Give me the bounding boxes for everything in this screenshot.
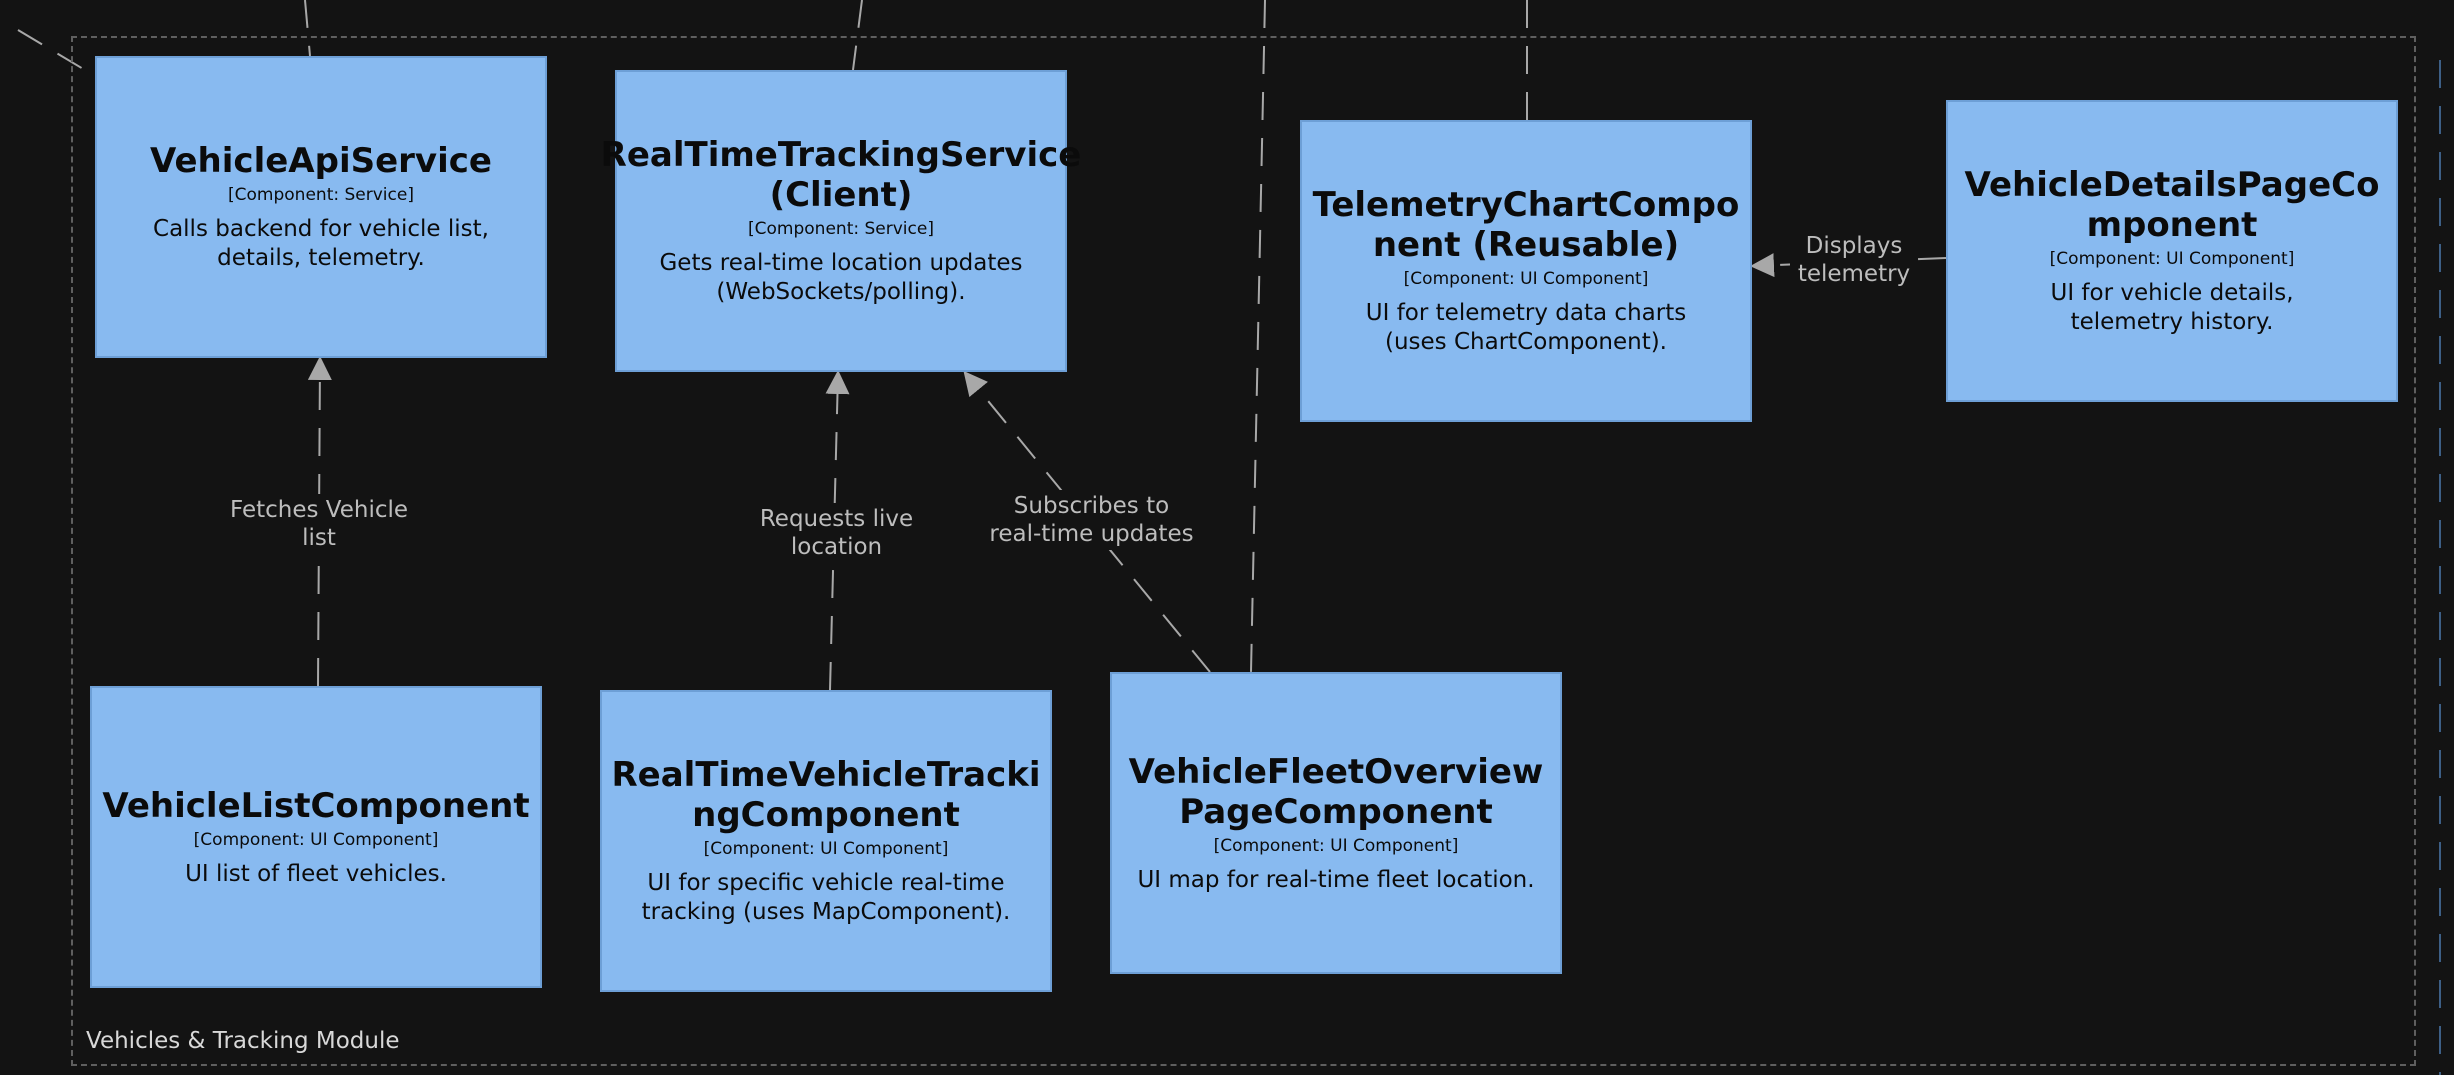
component-type: [Component: Service] — [228, 185, 414, 205]
component-title: VehicleFleetOverviewPageComponent — [1128, 751, 1544, 832]
component-title: VehicleListComponent — [102, 785, 530, 826]
component-type: [Component: UI Component] — [1403, 269, 1649, 289]
component-description: UI list of fleet vehicles. — [185, 860, 447, 887]
component-type: [Component: Service] — [748, 219, 934, 239]
external-edge-1 — [17, 29, 96, 77]
edge-label-displays-telemetry: Displays telemetry — [1790, 230, 1918, 290]
component-type: [Component: UI Component] — [1213, 835, 1459, 856]
telemetry-chart-component[interactable]: TelemetryChartComponent (Reusable) [Comp… — [1300, 120, 1752, 422]
module-boundary — [71, 36, 2416, 1066]
component-type: [Component: UI Component] — [703, 839, 949, 859]
external-edge-5 — [1249, 0, 1266, 721]
external-edge-2 — [304, 0, 311, 57]
module-boundary-label: Vehicles & Tracking Module — [86, 1028, 400, 1054]
component-title: RealTimeTrackingService (Client) — [600, 135, 1082, 215]
component-title: VehicleDetailsPageComponent — [1964, 165, 2380, 245]
component-title: RealTimeVehicleTrackingComponent — [611, 755, 1041, 835]
component-description: Gets real-time location updates (WebSock… — [659, 250, 1023, 305]
component-description: UI map for real-time fleet location. — [1137, 866, 1535, 893]
component-description: UI for telemetry data charts (uses Chart… — [1365, 300, 1687, 355]
realtime-vehicle-tracking-component[interactable]: RealTimeVehicleTrackingComponent [Compon… — [600, 690, 1052, 992]
component-type: [Component: UI Component] — [193, 829, 439, 850]
vehicle-api-service[interactable]: VehicleApiService [Component: Service] C… — [95, 56, 547, 358]
external-edge-3 — [852, 0, 863, 71]
component-description: Calls backend for vehicle list, details,… — [153, 216, 489, 271]
component-title: VehicleApiService — [150, 141, 492, 181]
vehicle-details-page-component[interactable]: VehicleDetailsPageComponent [Component: … — [1946, 100, 2398, 402]
component-type: [Component: UI Component] — [2049, 249, 2295, 269]
component-description: UI for specific vehicle real-time tracki… — [641, 870, 1011, 925]
vehicle-list-component[interactable]: VehicleListComponent [Component: UI Comp… — [90, 686, 542, 988]
component-description: UI for vehicle details, telemetry histor… — [2050, 280, 2294, 335]
edge-label-subscribes-realtime: Subscribes to real-time updates — [985, 490, 1198, 550]
edge-label-fetches-vehicle-list: Fetches Vehicle list — [225, 494, 413, 554]
component-title: TelemetryChartComponent (Reusable) — [1312, 185, 1740, 265]
realtime-tracking-service[interactable]: RealTimeTrackingService (Client) [Compon… — [601, 70, 1081, 372]
vehicle-fleet-overview-page-component[interactable]: VehicleFleetOverviewPageComponent [Compo… — [1110, 672, 1562, 974]
edge-label-requests-live-location: Requests live location — [745, 503, 928, 563]
